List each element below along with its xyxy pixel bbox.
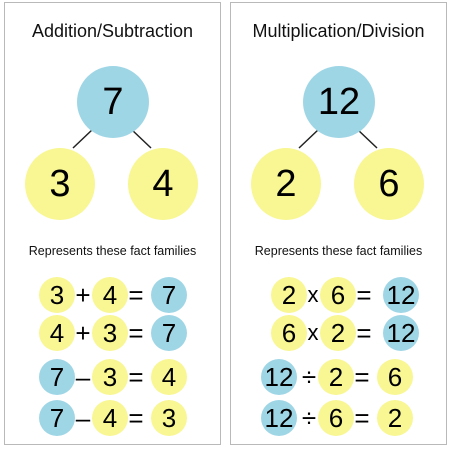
equation-row: 12 ÷ 2 = 6 xyxy=(231,359,446,395)
operand-a: 6 xyxy=(271,315,307,351)
operand-b: 4 xyxy=(92,400,128,436)
result: 12 xyxy=(383,315,419,351)
equals-sign: = xyxy=(354,362,370,392)
operator: + xyxy=(75,318,91,348)
result: 2 xyxy=(377,400,413,436)
equals-sign: = xyxy=(128,318,144,348)
equals-sign: = xyxy=(128,362,144,392)
operator: + xyxy=(75,280,91,310)
equation-row: 4 + 3 = 7 xyxy=(5,315,220,351)
equation-row: 7 – 3 = 4 xyxy=(5,359,220,395)
fact-family-caption: Represents these fact families xyxy=(28,244,197,258)
multiplication-division-panel: Multiplication/Division 12 2 6 Represent… xyxy=(230,2,447,445)
bond-part-right: 4 xyxy=(128,148,198,220)
number-bond: 12 2 6 xyxy=(231,3,446,243)
bond-line-left xyxy=(72,128,94,149)
operand-b: 3 xyxy=(92,315,128,351)
operand-a: 4 xyxy=(39,315,75,351)
operator: – xyxy=(75,362,91,392)
bond-whole: 7 xyxy=(77,66,149,138)
operand-b: 2 xyxy=(320,315,356,351)
operand-a: 2 xyxy=(271,277,307,313)
operand-a: 12 xyxy=(261,359,297,395)
fact-family-caption: Represents these fact families xyxy=(254,244,423,258)
result: 4 xyxy=(151,359,187,395)
operator: – xyxy=(75,403,91,433)
panel-title: Addition/Subtraction xyxy=(31,21,194,41)
bond-line-right xyxy=(130,128,152,149)
equation-row: 2 x 6 = 12 xyxy=(231,277,446,313)
number-bond: 7 3 4 xyxy=(5,3,220,243)
equals-sign: = xyxy=(128,403,144,433)
bond-part-right: 6 xyxy=(354,148,424,220)
operand-b: 2 xyxy=(318,359,354,395)
result: 6 xyxy=(377,359,413,395)
operand-b: 3 xyxy=(92,359,128,395)
operator: ÷ xyxy=(301,362,317,392)
equation-row: 7 – 4 = 3 xyxy=(5,400,220,436)
result: 7 xyxy=(151,277,187,313)
bond-part-left: 3 xyxy=(25,148,95,220)
operator: x xyxy=(307,320,319,345)
equation-row: 12 ÷ 6 = 2 xyxy=(231,400,446,436)
bond-lines xyxy=(72,128,152,149)
result: 3 xyxy=(151,400,187,436)
result: 7 xyxy=(151,315,187,351)
operator: ÷ xyxy=(301,403,317,433)
equals-sign: = xyxy=(356,280,372,310)
operand-a: 3 xyxy=(39,277,75,313)
equation-row: 3 + 4 = 7 xyxy=(5,277,220,313)
operand-b: 6 xyxy=(320,277,356,313)
operand-a: 7 xyxy=(39,359,75,395)
bond-lines xyxy=(298,128,378,149)
equals-sign: = xyxy=(128,280,144,310)
operand-b: 6 xyxy=(318,400,354,436)
operator: x xyxy=(307,282,319,307)
addition-subtraction-panel: Addition/Subtraction 7 3 4 Represents th… xyxy=(4,2,221,445)
equation-row: 6 x 2 = 12 xyxy=(231,315,446,351)
operand-a: 12 xyxy=(261,400,297,436)
bond-line-left xyxy=(298,128,320,149)
bond-whole: 12 xyxy=(303,66,375,138)
panel-title: Multiplication/Division xyxy=(252,21,425,41)
equals-sign: = xyxy=(356,318,372,348)
result: 12 xyxy=(383,277,419,313)
operand-a: 7 xyxy=(39,400,75,436)
bond-line-right xyxy=(356,128,378,149)
equals-sign: = xyxy=(354,403,370,433)
bond-part-left: 2 xyxy=(251,148,321,220)
operand-b: 4 xyxy=(92,277,128,313)
